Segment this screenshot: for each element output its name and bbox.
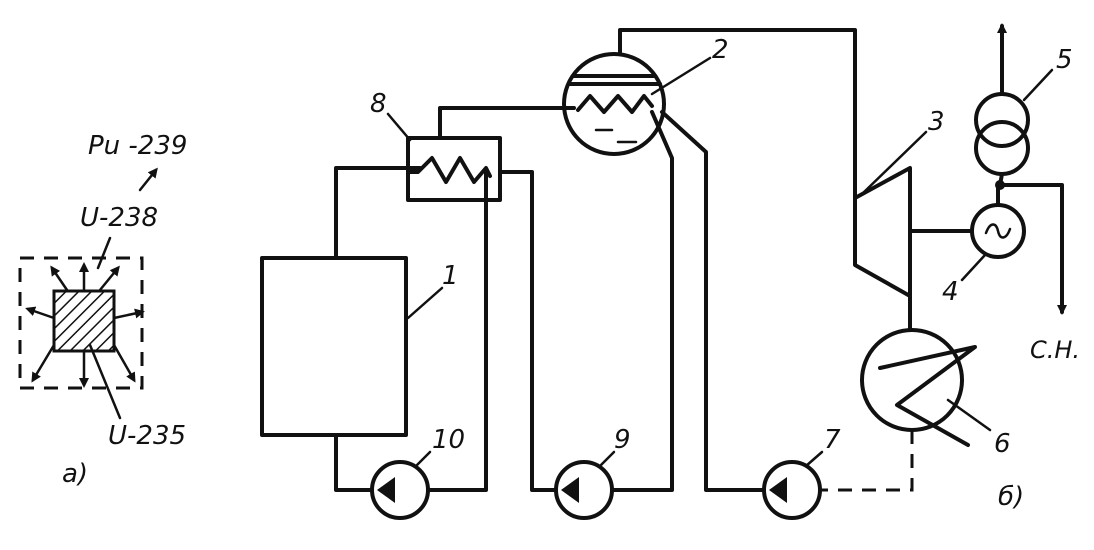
leader-3 bbox=[860, 130, 928, 196]
label-3: 3 bbox=[928, 107, 945, 137]
power-plant-scheme: 1 2 3 4 5 6 7 8 9 10 С.Н. б) bbox=[260, 23, 1080, 520]
leader-8 bbox=[386, 112, 412, 142]
reactor bbox=[260, 256, 408, 437]
moderator-boundary bbox=[18, 256, 144, 390]
leader-10 bbox=[414, 450, 432, 468]
label-1: 1 bbox=[442, 261, 459, 291]
pump-9 bbox=[554, 460, 614, 520]
label-9: 9 bbox=[614, 425, 631, 455]
pipe-feedwater-to-drum bbox=[660, 110, 766, 492]
pipe-pump10-to-reactor bbox=[334, 433, 374, 492]
pipe-reactor-to-hx bbox=[334, 166, 422, 260]
label-aux-load: С.Н. bbox=[1030, 336, 1080, 364]
label-5: 5 bbox=[1056, 45, 1073, 75]
pipe-hx-to-pump10 bbox=[426, 170, 488, 492]
fissile-core bbox=[52, 289, 116, 353]
label-part-a: а) bbox=[62, 459, 88, 489]
label-4: 4 bbox=[942, 277, 959, 307]
steam-generator bbox=[562, 52, 666, 156]
label-6: 6 bbox=[994, 429, 1011, 459]
steam-line bbox=[618, 28, 857, 200]
steam-generator-coil bbox=[576, 94, 654, 114]
leader-6 bbox=[946, 398, 992, 432]
label-10: 10 bbox=[432, 425, 465, 455]
generator-symbol bbox=[984, 223, 1012, 239]
label-u238: U-238 bbox=[80, 203, 158, 233]
leader-2 bbox=[650, 56, 712, 96]
label-8: 8 bbox=[370, 89, 387, 119]
label-part-b: б) bbox=[998, 482, 1024, 512]
wire-to-auxiliary-load bbox=[998, 183, 1067, 315]
leader-4 bbox=[960, 253, 987, 282]
label-2: 2 bbox=[712, 35, 729, 65]
pump-7 bbox=[762, 460, 822, 520]
pipe-hx-to-drum bbox=[438, 106, 576, 140]
pump-10 bbox=[370, 460, 430, 520]
pipe-condenser-to-pump7 bbox=[820, 430, 914, 492]
leader-9 bbox=[598, 450, 616, 468]
condenser-coil bbox=[878, 345, 977, 447]
leader-u238 bbox=[96, 236, 112, 270]
fission-scheme: Pu -239 U-238 U-235 а) bbox=[18, 131, 187, 489]
leader-u235 bbox=[88, 343, 122, 420]
leader-7 bbox=[804, 450, 824, 468]
heat-exchanger-coil bbox=[406, 156, 492, 184]
label-pu239: Pu -239 bbox=[88, 131, 187, 161]
label-7: 7 bbox=[824, 425, 841, 455]
pipe-hx-to-pump9 bbox=[498, 170, 558, 492]
leader-1 bbox=[406, 286, 444, 320]
pipe-pump9-to-drum bbox=[610, 110, 674, 492]
turbine bbox=[853, 166, 912, 298]
neutron-arrows bbox=[25, 167, 158, 388]
label-u235: U-235 bbox=[108, 421, 186, 451]
leader-5 bbox=[1022, 68, 1054, 102]
